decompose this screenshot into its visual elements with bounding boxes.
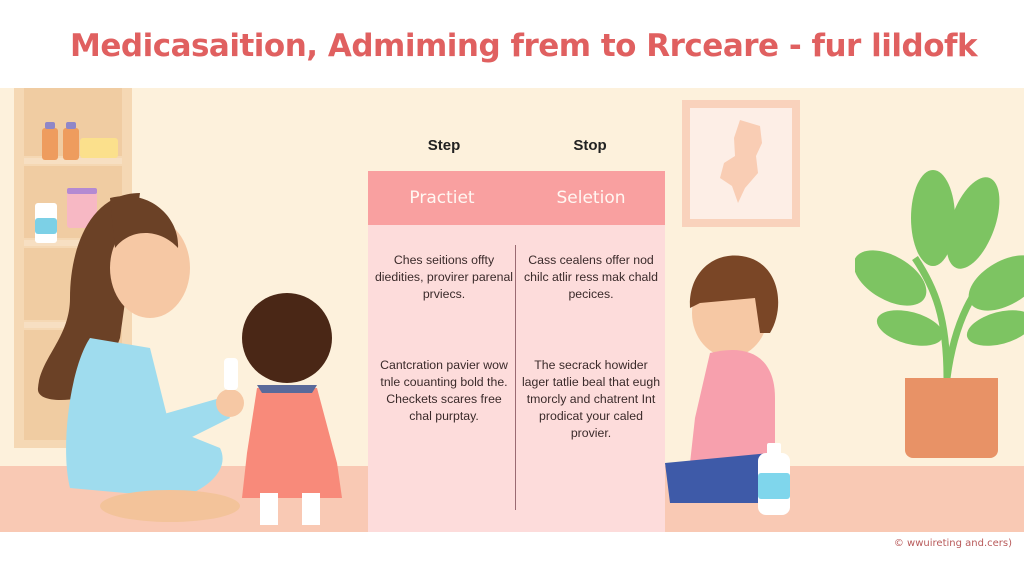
cell-row2-right: The secrack howider lager tatlie beal th… (521, 358, 661, 440)
page-title: Medicasaition, Admiming frem to Rrceare … (70, 28, 978, 64)
cell-row1-left: Ches seitions offty diedities, provirer … (374, 253, 514, 301)
map-frame-icon (682, 100, 800, 227)
mother-figure-icon (37, 193, 244, 522)
credit-text: © wwuireting and.cers) (893, 538, 1012, 549)
potted-plant-icon (855, 170, 1024, 379)
bottom-strip (0, 532, 1024, 576)
plant-pot (905, 378, 998, 458)
column-label-left: Step (427, 137, 461, 154)
card-header: Practiet Seletion (368, 171, 665, 225)
column-label-right: Stop (573, 137, 607, 154)
toddler-figure-icon (242, 293, 342, 525)
cell-row2-left: Cantcration pavier wow tnle couanting bo… (380, 358, 508, 423)
child-figure-icon (665, 255, 779, 503)
title-bar: Medicasaition, Admiming frem to Rrceare … (0, 0, 1024, 88)
header-practice: Practiet (409, 188, 475, 208)
cell-row1-right: Cass cealens offer nod chilc atlir ress … (524, 253, 658, 301)
header-selection: Seletion (556, 188, 626, 208)
step-comparison-card: Practiet Seletion Ches seitions offty di… (368, 171, 665, 532)
column-divider (515, 245, 516, 510)
illustration-scene: Step Stop Practiet Seletion Ches seition… (0, 88, 1024, 532)
